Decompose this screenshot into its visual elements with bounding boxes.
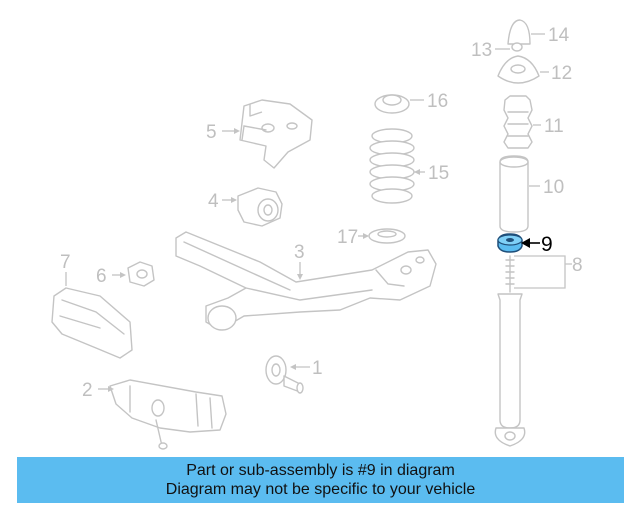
part-5-bracket[interactable]: 5 (206, 99, 313, 169)
callout-11: 11 (544, 116, 564, 137)
callout-7: 7 (60, 252, 71, 273)
callout-1: 1 (312, 358, 323, 379)
callout-5: 5 (206, 122, 217, 143)
callout-15: 15 (428, 163, 449, 184)
part-6-small-bushing[interactable]: 6 (96, 261, 155, 287)
part-10-dust-cover[interactable]: 10 (499, 155, 564, 233)
part-8-shock-absorber[interactable]: 8 (494, 255, 583, 447)
callout-3: 3 (294, 242, 305, 263)
part-17-spring-pad[interactable]: 17 (337, 227, 406, 248)
part-13-nut[interactable]: 13 (471, 40, 523, 61)
part-2-arm-plate[interactable]: 2 (82, 379, 227, 450)
callout-6: 6 (96, 266, 107, 287)
part-16-spring-seat[interactable]: 16 (374, 91, 448, 114)
banner-line-1: Part or sub-assembly is #9 in diagram (186, 462, 455, 479)
part-9-bushing[interactable]: 9 (497, 233, 553, 256)
callout-4: 4 (208, 191, 219, 212)
part-15-coil-spring[interactable]: 15 (369, 128, 449, 204)
part-14-cap[interactable]: 14 (507, 19, 570, 46)
callout-8: 8 (572, 255, 583, 276)
info-banner: Part or sub-assembly is #9 in diagram Di… (17, 457, 624, 503)
callout-2: 2 (82, 380, 93, 401)
part-4-bushing[interactable]: 4 (208, 187, 283, 227)
callout-10: 10 (543, 177, 564, 198)
part-3-axle-beam[interactable]: 3 (175, 231, 437, 331)
callout-17: 17 (337, 227, 358, 248)
callout-14: 14 (548, 25, 570, 46)
part-11-bump-stop[interactable]: 11 (503, 95, 564, 149)
callout-12: 12 (551, 63, 572, 84)
callout-16: 16 (427, 91, 448, 112)
callout-9: 9 (541, 233, 553, 256)
banner-line-2: Diagram may not be specific to your vehi… (165, 481, 476, 498)
parts-diagram: 14 13 12 11 10 9 (51, 19, 583, 450)
part-7-cover[interactable]: 7 (51, 252, 133, 359)
part-12-upper-mount[interactable]: 12 (497, 55, 572, 84)
part-1-stub-axle[interactable]: 1 (265, 355, 323, 394)
callout-13: 13 (471, 40, 492, 61)
